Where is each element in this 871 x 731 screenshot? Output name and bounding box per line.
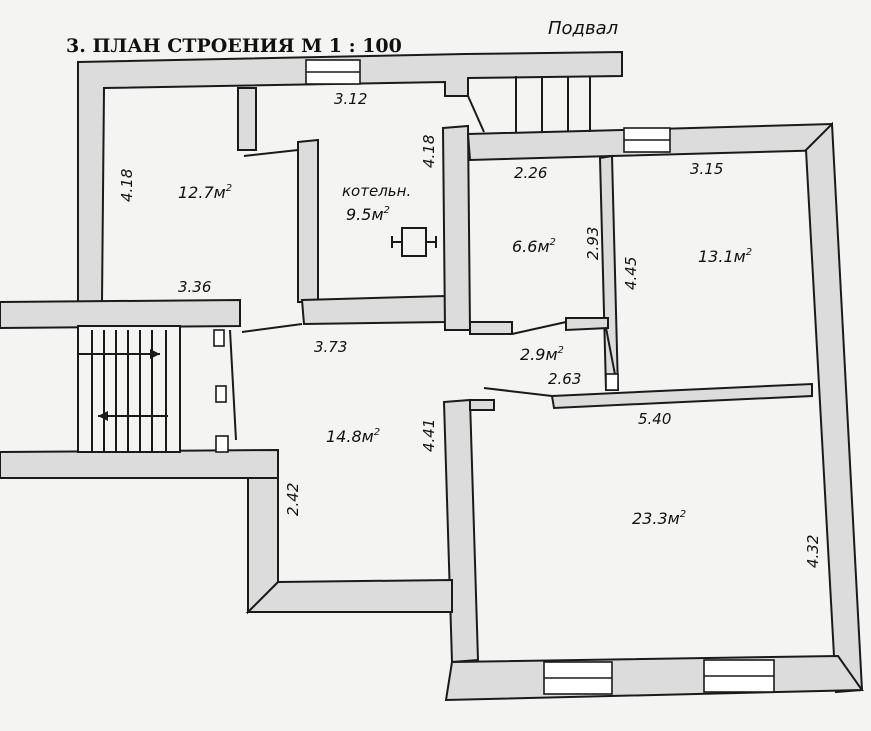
plan-title: 3. ПЛАН СТРОЕНИЯ М 1 : 100 xyxy=(66,35,402,57)
wall-stub-hall xyxy=(469,399,495,411)
wall-room4-bottom xyxy=(550,382,813,410)
dim-315: 3.15 xyxy=(690,160,723,178)
dim-312: 3.12 xyxy=(334,90,367,108)
wall-room3-bottom xyxy=(469,321,513,335)
wall-room3-4 xyxy=(598,154,620,391)
entrance-stairs xyxy=(77,325,181,453)
wall-mid-left xyxy=(0,298,241,330)
dim-418-left: 4.18 xyxy=(118,169,136,202)
room-area-5: 2.9м2 xyxy=(520,345,564,364)
room-name-boiler: котельн. xyxy=(342,182,411,200)
room-area-6: 14.8м2 xyxy=(326,427,380,446)
door-jamb-c xyxy=(215,435,229,453)
wall-lower-left xyxy=(0,448,279,479)
boiler-icon xyxy=(391,227,437,257)
dim-445: 4.45 xyxy=(622,257,640,290)
door-jamb-b xyxy=(215,385,227,403)
dim-373: 3.73 xyxy=(314,338,347,356)
wall-right xyxy=(804,121,864,694)
room-area-4: 13.1м2 xyxy=(698,247,752,266)
wall-hall-bottom xyxy=(245,578,453,613)
room-area-7: 23.3м2 xyxy=(632,509,686,528)
room-labels: 12.7м2 котельн. 9.5м2 6.6м2 13.1м2 2.9м2… xyxy=(178,182,752,528)
wall-boiler-left xyxy=(297,138,319,303)
wall-hall-right xyxy=(442,398,480,664)
door-jamb-d xyxy=(605,373,619,391)
wall-bottom xyxy=(444,654,864,702)
windows xyxy=(305,59,775,695)
doors xyxy=(213,149,619,453)
dimension-labels: 3.12 4.18 4.18 3.36 2.26 3.15 2.93 4.45 … xyxy=(118,90,822,568)
dim-263: 2.63 xyxy=(548,370,581,388)
walls xyxy=(0,50,864,702)
room-area-1: 12.7м2 xyxy=(178,183,232,202)
dim-336: 3.36 xyxy=(178,278,211,296)
room-area-2: 9.5м2 xyxy=(346,205,390,224)
dim-226: 2.26 xyxy=(514,164,547,182)
wall-boiler-right xyxy=(441,124,472,331)
room-area-3: 6.6м2 xyxy=(512,237,556,256)
dim-242: 2.42 xyxy=(284,483,302,516)
dim-540: 5.40 xyxy=(638,410,671,428)
basement-stairs xyxy=(467,76,591,133)
wall-stub-upper xyxy=(237,87,257,151)
dim-432: 4.32 xyxy=(804,535,822,568)
wall-mid-boiler xyxy=(300,294,446,326)
dim-441: 4.41 xyxy=(420,419,438,452)
dim-418-boiler: 4.18 xyxy=(420,135,438,168)
door-jamb-a xyxy=(213,329,225,347)
wall-room3-bottom-b xyxy=(565,317,609,332)
dim-293: 2.93 xyxy=(584,227,602,260)
basement-label: Подвал xyxy=(548,18,618,39)
